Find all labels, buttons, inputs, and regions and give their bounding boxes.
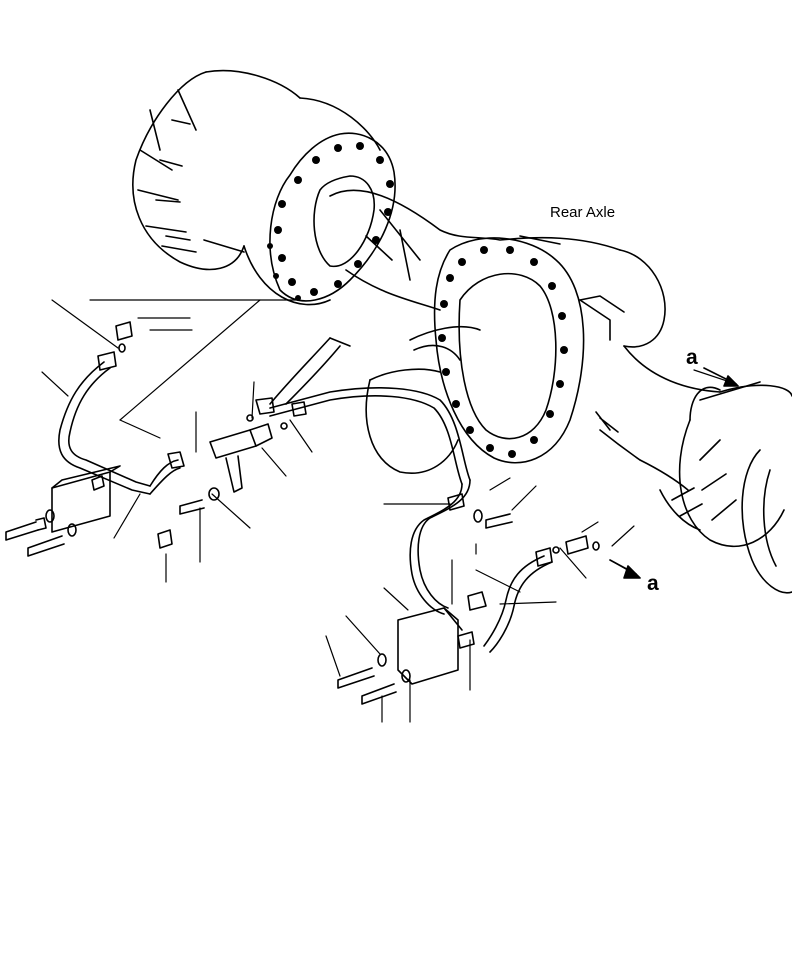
- right-brake-pipe: [409, 479, 553, 653]
- diagram-title: Rear Axle: [550, 204, 616, 221]
- right-hub: [678, 381, 792, 548]
- differential-bolts: [438, 246, 568, 458]
- right-bracket: [397, 607, 475, 685]
- right-tire: [659, 449, 792, 594]
- view-reference-top: a: [686, 346, 698, 369]
- view-reference-bottom: a: [647, 572, 659, 595]
- left-hub: [269, 132, 396, 302]
- junction-block: [209, 423, 273, 493]
- left-bolts: [5, 321, 307, 557]
- differential-carrier: [433, 235, 585, 464]
- left-tire: [132, 69, 381, 306]
- axle-housing: [329, 189, 721, 491]
- right-bolts: [337, 493, 600, 705]
- left-hub-bolts: [267, 142, 394, 301]
- view-arrow-top: [703, 367, 739, 387]
- view-arrow-bottom: [609, 559, 641, 579]
- left-bracket: [51, 465, 121, 533]
- lower-axle-tube: [365, 326, 481, 474]
- leader-lines: [41, 299, 737, 723]
- left-brake-pipe: [58, 337, 471, 495]
